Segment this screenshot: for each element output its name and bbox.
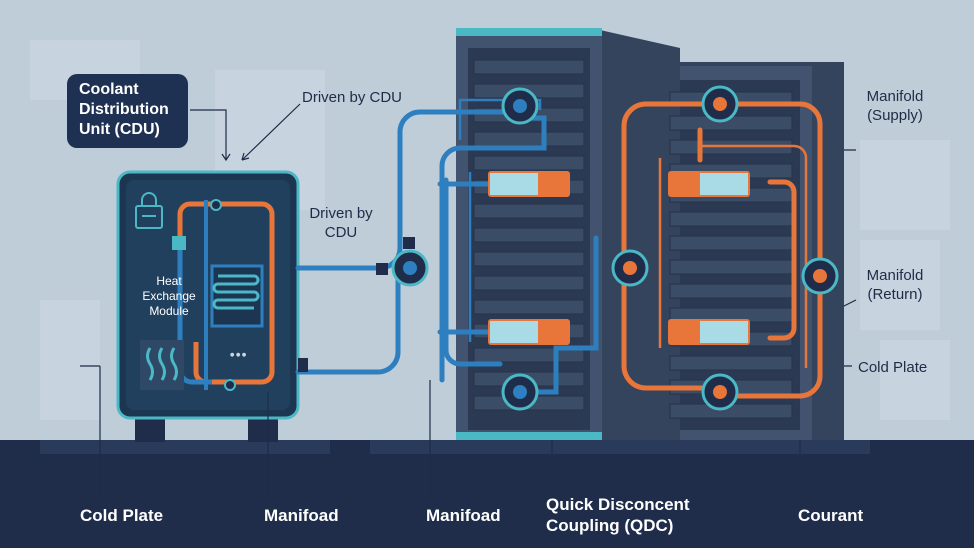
server-slot: [473, 275, 585, 291]
cdu-title-box: Coolant Distribution Unit (CDU): [67, 74, 188, 148]
couplings: [391, 85, 839, 411]
driven-by-cdu-label-mid: Driven by CDU: [309, 205, 373, 241]
floor-base-right: [370, 440, 870, 454]
coupling-icon: [501, 87, 539, 125]
manifold-supply-label: Manifold (Supply): [866, 88, 924, 124]
server-slot: [473, 251, 585, 267]
coupling-icon: [391, 249, 429, 287]
coupling-icon: [701, 85, 739, 123]
bottom-label-manifoad-2: Manifoad: [426, 506, 501, 525]
server-slot: [669, 283, 793, 299]
connector-block: [298, 358, 308, 372]
cdu-title: Coolant Distribution Unit (CDU): [79, 81, 169, 138]
blue-supply-lines: [295, 109, 599, 395]
server-slot: [669, 235, 793, 251]
connector-block: [403, 237, 415, 249]
orange-return-lines: [621, 101, 823, 399]
cold-plates: [488, 171, 750, 345]
heat-exchange-label: Heat Exchange Module: [142, 274, 196, 318]
coupling-icon: [701, 373, 739, 411]
bottom-label-cold-plate: Cold Plate: [80, 506, 164, 525]
server-slot: [669, 355, 793, 371]
cold-plate-label-right: Cold Plate: [858, 359, 928, 376]
bottom-label-courant: Courant: [798, 506, 864, 525]
bottom-label-manifoad: Manifoad: [264, 506, 339, 525]
coupling-icon: [801, 257, 839, 295]
thin-blue-lines: [458, 98, 542, 342]
driven-by-cdu-label: Driven by CDU: [302, 89, 403, 106]
bottom-label-qdc: Quick Disconcent Coupling (QDC): [546, 495, 690, 535]
cdu-unit: ● ● ●: [116, 170, 300, 442]
manifold-return-label: Manifold (Return): [866, 267, 924, 303]
server-slot: [473, 227, 585, 243]
connector-block: [376, 263, 388, 275]
server-slot: [473, 131, 585, 147]
coil-icon: [210, 264, 264, 328]
floor-base-left: [40, 440, 330, 454]
background-panels: [30, 40, 950, 420]
floor: [0, 440, 974, 548]
thin-orange-lines: [658, 144, 808, 368]
coupling-icon: [501, 373, 539, 411]
server-slot: [473, 203, 585, 219]
lock-icon: [135, 192, 163, 229]
coupling-icon: [611, 249, 649, 287]
server-slot: [669, 211, 793, 227]
svg-text:● ● ●: ● ● ●: [230, 352, 247, 358]
callout-lines: [80, 103, 857, 498]
heat-wave-icon: [140, 340, 184, 390]
server-slot: [473, 155, 585, 171]
server-slot: [473, 299, 585, 315]
server-slot: [669, 259, 793, 275]
server-slot: [473, 59, 585, 75]
